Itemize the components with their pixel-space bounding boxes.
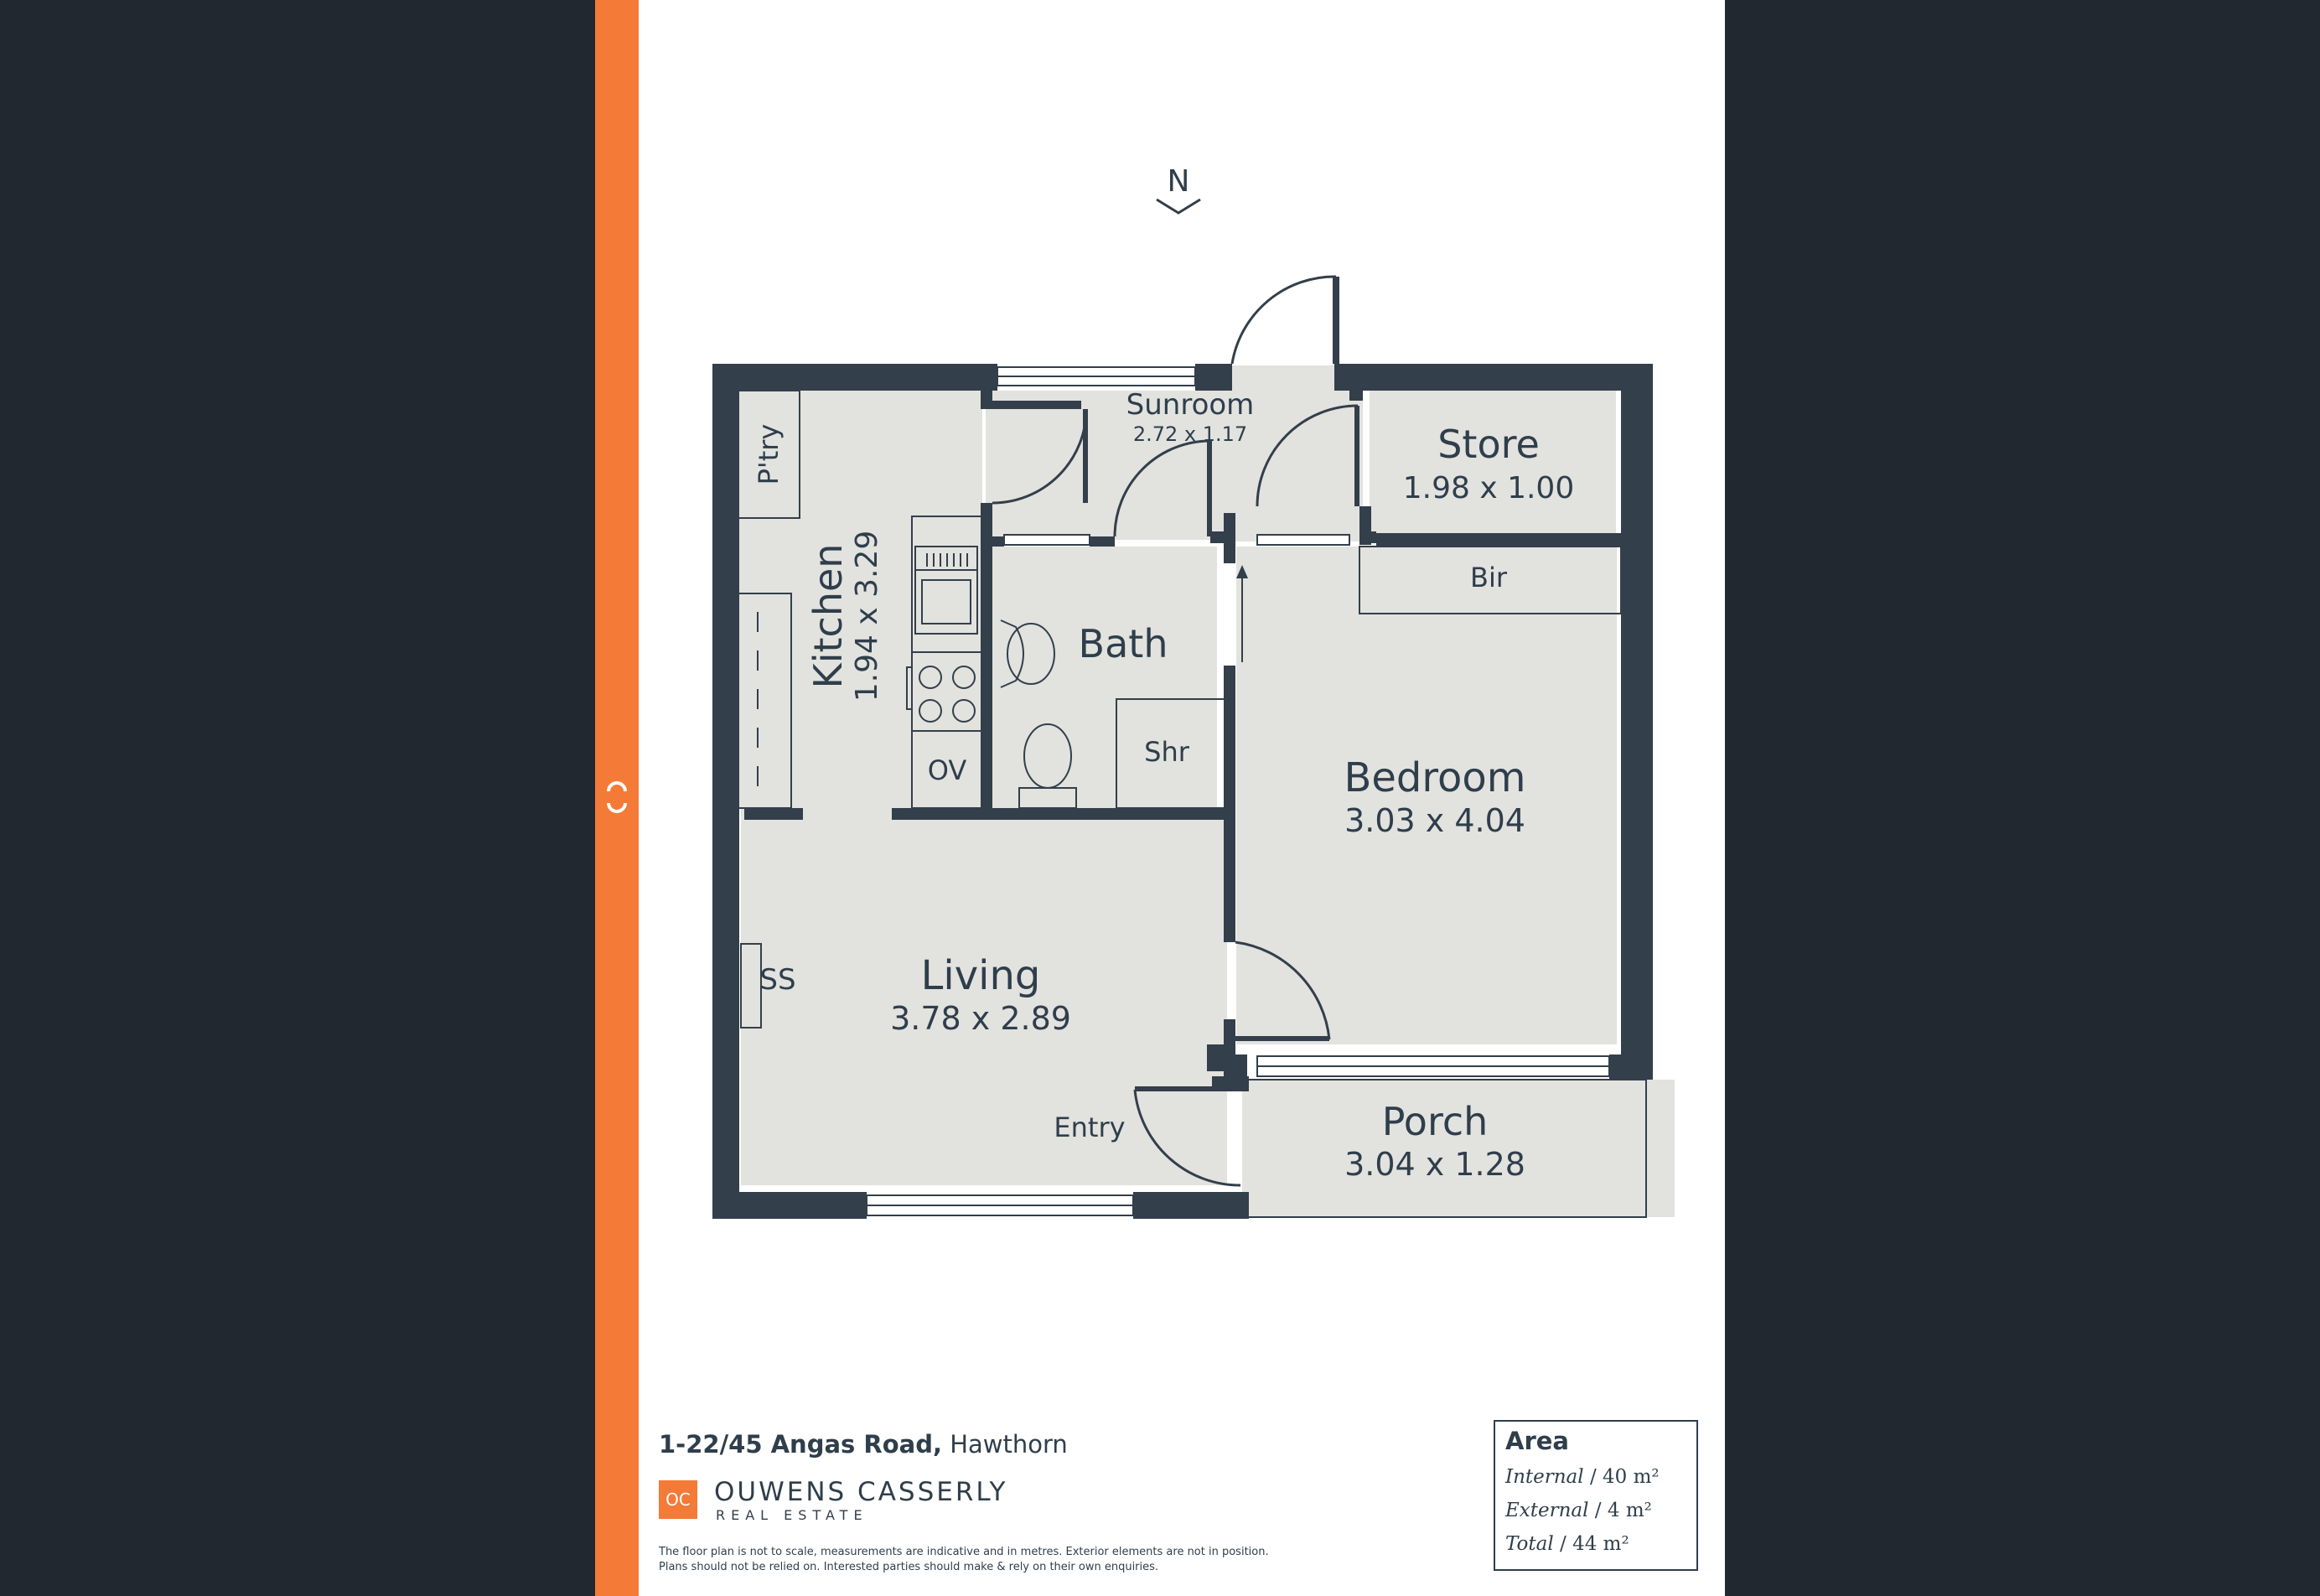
area-title: Area — [1505, 1427, 1569, 1455]
room-name-bedroom: Bedroom — [1344, 754, 1525, 801]
door-leaves — [1083, 277, 1359, 1091]
room-size-sunroom: 2.72 x 1.17 — [1133, 422, 1247, 446]
area-internal-value: 40 m² — [1603, 1466, 1660, 1488]
area-total-row: Total / 44 m² — [1505, 1533, 1629, 1555]
property-address: 1-22/45 Angas Road, Hawthorn — [659, 1430, 1068, 1459]
room-name-pantry: P'try — [753, 424, 785, 485]
address-street: 1-22/45 Angas Road, — [659, 1430, 942, 1459]
room-size-living: 3.78 x 2.89 — [890, 1000, 1071, 1037]
arrow-head-icon — [1236, 565, 1248, 578]
area-summary-box: Area Internal / 40 m² External / 4 m² To… — [1494, 1420, 1698, 1571]
area-external-label: External — [1505, 1500, 1589, 1521]
compass-north-letter: N — [1168, 164, 1190, 199]
ss-label: SS — [759, 963, 795, 997]
entry-label: Entry — [1054, 1112, 1125, 1143]
disclaimer: The floor plan is not to scale, measurem… — [659, 1545, 1346, 1575]
windows — [866, 366, 1610, 1216]
area-total-label: Total — [1505, 1533, 1554, 1555]
room-name-sunroom: Sunroom — [1126, 388, 1255, 422]
north-arrow-icon — [1156, 198, 1201, 215]
room-name-bir: Bir — [1470, 562, 1508, 593]
area-internal-label: Internal — [1505, 1466, 1584, 1488]
disclaimer-line-2: Plans should not be relied on. Intereste… — [659, 1561, 1159, 1573]
room-name-porch: Porch — [1382, 1099, 1489, 1144]
room-name-living: Living — [921, 952, 1041, 999]
floor-plan: N Sunroom 2.72 x 1.17 Store 1.98 x 1.00 … — [712, 164, 1675, 1219]
floor-areas — [738, 365, 1675, 1217]
room-name-shower: Shr — [1144, 736, 1190, 768]
area-total-value: 44 m² — [1572, 1533, 1629, 1555]
room-size-store: 1.98 x 1.00 — [1403, 471, 1575, 505]
room-size-porch: 3.04 x 1.28 — [1344, 1146, 1525, 1183]
area-internal-row: Internal / 40 m² — [1505, 1466, 1660, 1488]
oven-label: OV — [928, 754, 967, 786]
area-external-value: 4 m² — [1607, 1500, 1652, 1521]
room-name-kitchen: Kitchen — [805, 544, 851, 689]
room-size-kitchen: 1.94 x 3.29 — [850, 531, 884, 702]
room-name-store: Store — [1437, 422, 1540, 467]
brand-side-bar — [595, 0, 639, 1596]
address-suburb: Hawthorn — [950, 1430, 1068, 1459]
room-name-bath: Bath — [1079, 621, 1168, 666]
disclaimer-line-1: The floor plan is not to scale, measurem… — [659, 1546, 1269, 1558]
walls — [712, 364, 1653, 1219]
area-external-row: External / 4 m² — [1505, 1500, 1652, 1521]
floorplan-page: N Sunroom 2.72 x 1.17 Store 1.98 x 1.00 … — [595, 0, 1725, 1596]
brand-name: OUWENS CASSERLY — [714, 1477, 1008, 1507]
fixtures — [737, 390, 1622, 1029]
room-size-bedroom: 3.03 x 4.04 — [1344, 802, 1525, 839]
oc-logo-icon — [607, 781, 627, 813]
oc-brand-logo-icon: OC — [659, 1480, 697, 1519]
brand-subtitle: REAL ESTATE — [716, 1507, 868, 1523]
